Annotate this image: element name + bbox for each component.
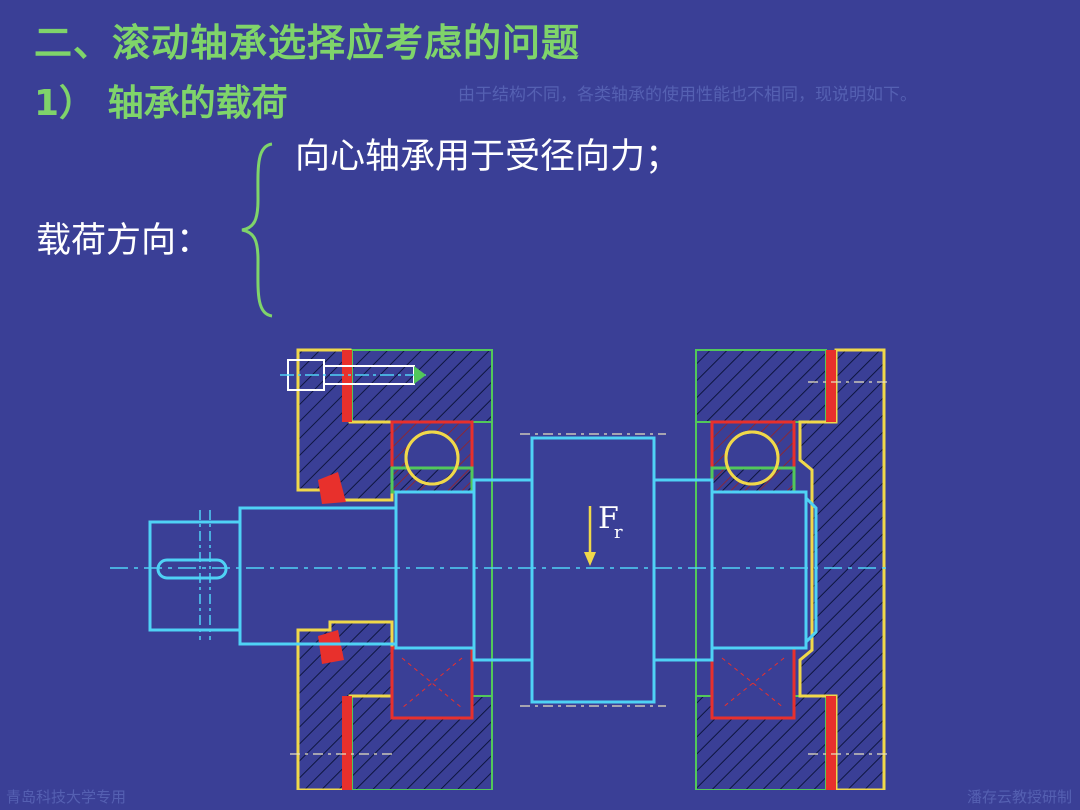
left-housing — [351, 349, 493, 790]
load-direction-label: 载荷方向： — [36, 221, 212, 261]
footer-left: 青岛科技大学专用 — [6, 788, 127, 806]
right-end-cap — [798, 348, 886, 790]
radial-bearing-text: 向心轴承用于受径向力； — [295, 137, 681, 177]
radial-force-arrow — [584, 506, 596, 566]
right-bearing — [710, 420, 796, 720]
footer-right: 潘存云教授研制 — [966, 788, 1072, 806]
left-bearing — [390, 420, 474, 720]
slide-title: 二、滚动轴承选择应考虑的问题 — [34, 21, 581, 65]
bearing-assembly-diagram: F r — [110, 348, 890, 790]
bolt — [280, 359, 430, 391]
left-end-cap — [296, 348, 394, 790]
section-subtitle: 1） 轴承的载荷 — [34, 83, 288, 124]
brace-icon — [241, 142, 273, 318]
faint-note: 由于结构不同，各类轴承的使用性能也不相同，现说明如下。 — [458, 85, 917, 105]
force-subscript: r — [614, 522, 623, 543]
shaft — [148, 436, 818, 704]
force-label: F — [598, 501, 619, 536]
right-housing — [695, 349, 827, 790]
